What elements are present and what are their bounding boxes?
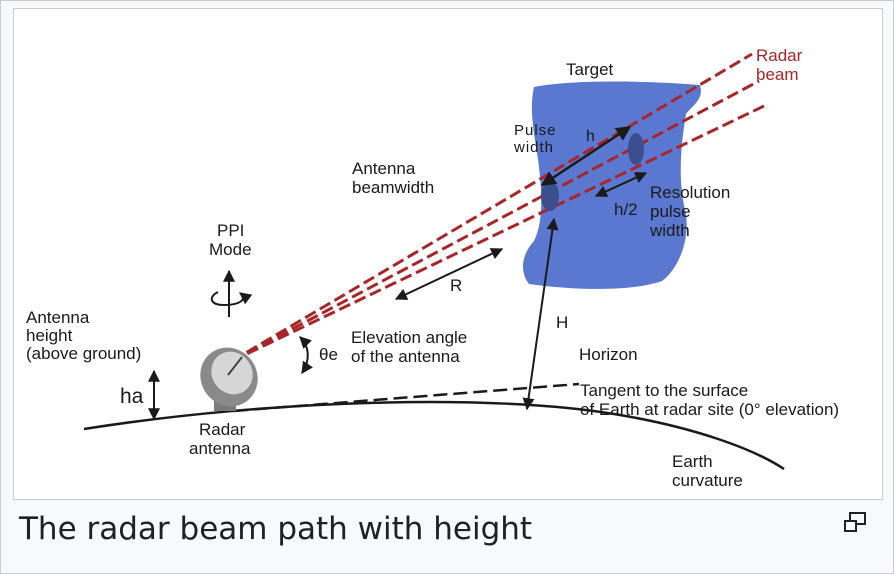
label-pulse-width-2: width (513, 139, 554, 156)
label-ha: ha (120, 385, 144, 408)
label-earth-2: curvature (672, 471, 743, 490)
resolution-volume-far (628, 133, 644, 165)
label-radar-antenna-2: antenna (189, 439, 251, 458)
label-pulse-width-1: Pulse (514, 122, 557, 139)
label-horizon: Horizon (579, 345, 638, 364)
label-h: h (586, 128, 595, 145)
label-radar-beam-2: beam (756, 65, 799, 84)
label-radar-antenna-1: Radar (199, 420, 246, 439)
half-pulse-arrow (594, 172, 648, 197)
radar-diagram-image[interactable]: Target Radar beam Pulse width h Antenna … (13, 8, 883, 500)
label-radar-beam-1: Radar (756, 46, 803, 65)
label-H: H (556, 313, 568, 332)
label-resolution-3: width (649, 221, 690, 240)
resolution-volume-near (541, 181, 559, 211)
label-r: R (450, 276, 462, 295)
label-resolution-2: pulse (650, 202, 691, 221)
elevation-angle-arc (299, 336, 313, 374)
height-arrow (522, 217, 559, 411)
label-elevation-2: of the antenna (351, 347, 460, 366)
range-arrow (394, 248, 504, 300)
label-tangent-2: of Earth at radar site (0° elevation) (580, 400, 839, 419)
label-earth-1: Earth (672, 452, 713, 471)
label-tangent-1: Tangent to the surface (580, 381, 748, 400)
radar-diagram: Target Radar beam Pulse width h Antenna … (26, 46, 839, 490)
label-antenna-height-3: (above ground) (26, 344, 141, 363)
label-h-half: h/2 (614, 200, 638, 219)
label-antenna-beamwidth-2: beamwidth (352, 178, 434, 197)
label-theta-e: θe (319, 345, 338, 364)
label-antenna-height-2: height (26, 326, 73, 345)
enlarge-icon[interactable] (841, 510, 871, 536)
label-elevation-1: Elevation angle (351, 328, 467, 347)
ppi-rotation-icon (210, 269, 253, 317)
pulse-width-arrow (540, 125, 632, 187)
figure-caption: The radar beam path with height (19, 511, 533, 547)
label-resolution-1: Resolution (650, 183, 730, 202)
label-antenna-height-1: Antenna (26, 308, 90, 327)
tangent-line (233, 382, 580, 413)
label-ppi-2: Mode (209, 240, 252, 259)
label-target: Target (566, 60, 614, 79)
label-ppi-1: PPI (217, 221, 244, 240)
radar-dish-icon (200, 347, 258, 411)
label-antenna-beamwidth-1: Antenna (352, 159, 416, 178)
radar-beam-lines (231, 52, 765, 363)
